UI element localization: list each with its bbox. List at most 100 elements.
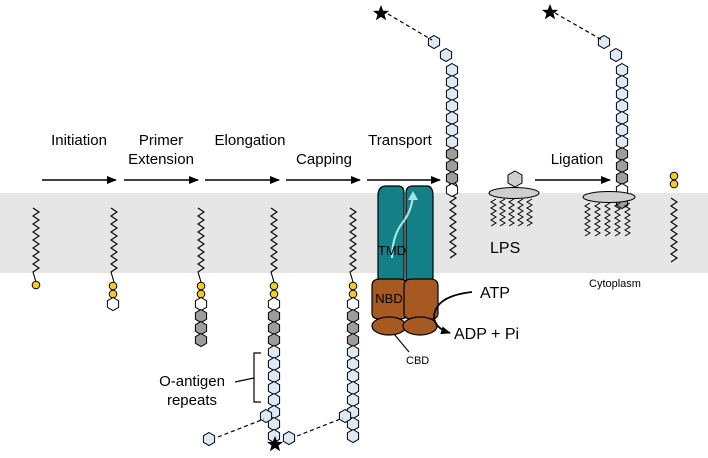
star-icon (372, 5, 390, 21)
dashed-chain-ligation (554, 12, 603, 41)
phosphate-circle-icon (196, 281, 206, 291)
dashed-chain-elongation (217, 418, 265, 438)
hexagon-sugar-icon (267, 392, 281, 408)
hexagon-sugar-icon (445, 170, 459, 186)
hexagon-sugar-icon (445, 86, 459, 102)
step-label-initiation: Initiation (51, 132, 107, 149)
hexagon-sugar-icon (282, 430, 296, 446)
cytoplasm-label: Cytoplasm (589, 278, 641, 290)
hexagon-sugar-icon (267, 380, 281, 396)
step-label-capping: Capping (296, 151, 352, 168)
phosphate-circle-icon (196, 289, 206, 299)
lipid-tail-7 (670, 197, 678, 263)
hexagon-sugar-icon (445, 110, 459, 126)
star-icon (266, 436, 284, 452)
hexagon-sugar-icon (106, 296, 120, 312)
nbd-label: NBD (375, 291, 402, 306)
o-antigen-label-line2: repeats (167, 392, 217, 409)
hexagon-sugar-icon (346, 320, 360, 336)
hexagon-sugar-icon (507, 170, 523, 188)
hexagon-sugar-icon (445, 182, 459, 198)
hexagon-sugar-icon (346, 308, 360, 324)
hexagon-sugar-icon (439, 47, 453, 63)
hexagon-sugar-icon (615, 98, 629, 114)
hexagon-sugar-icon (267, 356, 281, 372)
phosphate-circle-icon (669, 179, 679, 189)
cap-stars (266, 4, 559, 452)
lps-label: LPS (490, 240, 520, 257)
lipid-tail-6 (449, 193, 457, 259)
hexagon-sugar-icon (445, 134, 459, 150)
hexagon-sugar-icon (346, 380, 360, 396)
star-icon (541, 4, 559, 20)
hexagon-sugar-icon (259, 408, 273, 424)
hexagon-sugar-icon (267, 308, 281, 324)
hexagon-sugar-icon (615, 122, 629, 138)
phosphate-circle-icon (669, 171, 679, 181)
hexagon-sugar-icon (615, 158, 629, 174)
tmd-label: TMD (378, 243, 406, 258)
hexagon-sugar-icon (267, 344, 281, 360)
atp-hydrolysis-arrow (433, 291, 473, 335)
hexagon-sugar-icon (615, 86, 629, 102)
hexagon-sugar-icon (445, 62, 459, 78)
tmd-right-domain (405, 185, 434, 281)
adp-pi-label: ADP + Pi (454, 326, 519, 343)
o-antigen-bracket (234, 352, 261, 403)
step-label-extension: Extension (128, 151, 194, 168)
phosphate-circle-icon (348, 281, 358, 291)
hexagon-sugar-icon (445, 74, 459, 90)
hexagon-sugar-icon (346, 296, 360, 312)
lipid-tail-1 (32, 207, 40, 283)
phosphate-circle-icon (269, 281, 279, 291)
hexagon-sugar-icon (346, 368, 360, 384)
lps-molecule (488, 170, 540, 227)
lipid-tail-4 (270, 207, 278, 283)
hexagon-sugar-icon (267, 368, 281, 384)
hexagon-sugar-icon (194, 308, 208, 324)
o-antigen-label-line1: O-antigen (159, 373, 225, 390)
hexagon-sugar-icon (346, 392, 360, 408)
hexagon-sugar-icon (267, 296, 281, 312)
dashed-chain-transport (387, 13, 433, 41)
transport-arrow-head (408, 191, 418, 200)
lipid-tail-2 (110, 207, 118, 283)
hexagon-sugar-icon (346, 356, 360, 372)
hexagon-sugar-icon (346, 428, 360, 444)
dashed-extensions (217, 12, 603, 438)
hexagon-sugar-icon (427, 34, 441, 50)
phosphate-groups (31, 171, 679, 299)
hexagon-sugar-icon (615, 134, 629, 150)
hexagon-sugar-icon (338, 408, 352, 424)
hexagon-sugar-icon (615, 74, 629, 90)
hexagon-sugar-icon (445, 122, 459, 138)
atp-label: ATP (480, 285, 510, 302)
cbd-right-domain (402, 316, 438, 336)
ligated-lps-core (582, 191, 636, 203)
step-label-ligation: Ligation (551, 151, 604, 168)
hexagon-sugar-icon (202, 431, 216, 447)
lipid-tail-5 (349, 207, 357, 283)
phosphate-circle-icon (348, 289, 358, 299)
hexagon-sugar-icon (445, 146, 459, 162)
step-label-transport: Transport (368, 132, 432, 149)
tmd-left-domain (377, 185, 405, 281)
hexagon-sugar-icon (597, 34, 611, 50)
cbd-left-domain (371, 316, 407, 336)
cbd-label: CBD (406, 355, 429, 367)
step-label-elongation: Elongation (215, 132, 286, 149)
ligated-lps (582, 191, 636, 237)
step-label-primer: Primer (139, 132, 183, 149)
hexagon-sugar-icon (267, 332, 281, 348)
hexagon-sugar-icon (609, 47, 623, 63)
sugar-chains (106, 34, 629, 447)
hexagon-sugar-icon (346, 332, 360, 348)
phosphate-circle-icon (108, 289, 118, 299)
hexagon-sugar-icon (194, 320, 208, 336)
phosphate-circle-icon (108, 281, 118, 291)
hexagon-sugar-icon (615, 170, 629, 186)
transport-arrow (390, 195, 415, 259)
hexagon-sugar-icon (445, 98, 459, 114)
